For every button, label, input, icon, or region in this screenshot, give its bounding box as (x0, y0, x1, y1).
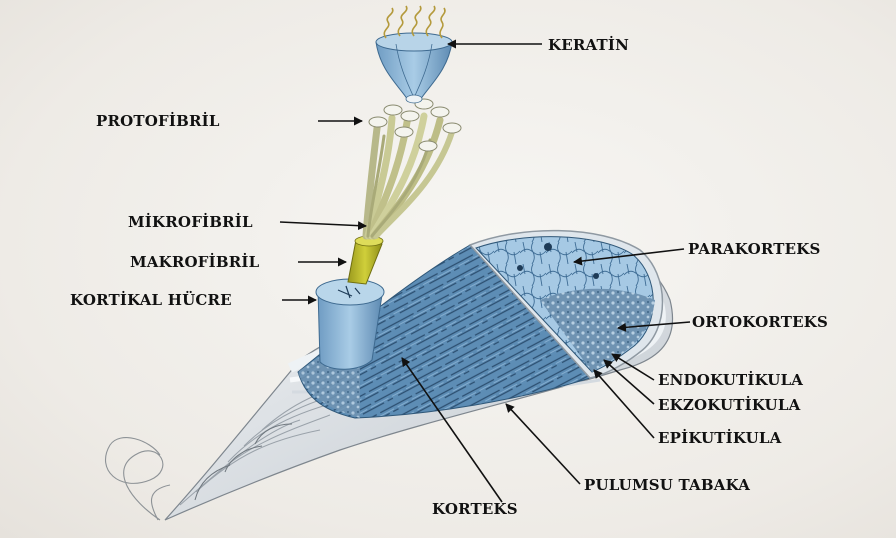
label-makrofibril: MAKROFİBRİL (130, 253, 259, 271)
label-korteks: KORTEKS (432, 500, 518, 518)
label-keratin: KERATİN (548, 36, 629, 54)
arrow-pulumsu-tabaka (506, 404, 580, 484)
label-protofibril: PROTOFİBRİL (96, 112, 220, 130)
arrow-epikutikula (594, 370, 654, 438)
label-epikutikula: EPİKUTİKULA (658, 429, 781, 447)
keratin-bundle (376, 6, 452, 103)
label-kortikal-hucre: KORTİKAL HÜCRE (70, 291, 232, 309)
label-pulumsu-tabaka: PULUMSU TABAKA (584, 476, 750, 494)
label-mikrofibril: MİKROFİBRİL (128, 213, 253, 231)
macrofibril (348, 236, 383, 284)
label-parakorteks: PARAKORTEKS (688, 240, 821, 258)
label-endokutikula: ENDOKUTİKULA (658, 371, 803, 389)
label-ekzokutikula: EKZOKUTİKULA (658, 396, 800, 414)
arrow-mikrofibril (280, 222, 366, 226)
hair-end-curl (106, 438, 170, 520)
label-ortokorteks: ORTOKORTEKS (692, 313, 828, 331)
